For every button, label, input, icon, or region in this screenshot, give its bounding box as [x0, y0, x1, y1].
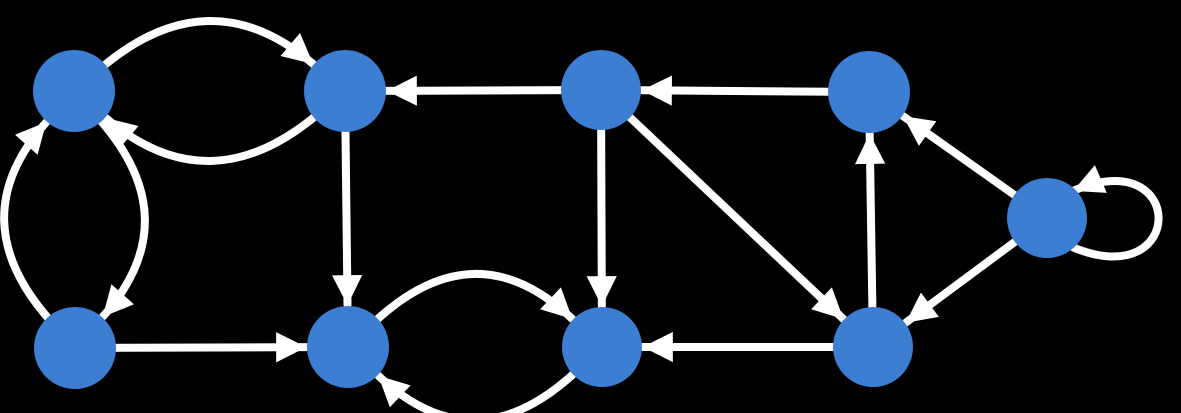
edge-n1-to-n2	[96, 17, 317, 73]
node-right	[1007, 178, 1087, 258]
node-top-3	[561, 50, 641, 130]
node-bottom-2	[307, 306, 389, 388]
edge-n2-to-n1	[102, 109, 323, 165]
nodes-layer	[33, 50, 1087, 389]
node-bottom-3	[562, 307, 642, 387]
node-bottom-right	[833, 307, 913, 387]
edge-n1-to-n6	[93, 112, 149, 321]
edge-n3-to-n9	[597, 86, 848, 323]
node-top-2	[304, 50, 386, 132]
edge-n6-to-n1	[0, 118, 56, 327]
self-loop-edge-n5	[1069, 165, 1163, 261]
node-top-left	[33, 50, 115, 132]
node-top-right	[828, 51, 910, 133]
node-bottom-left	[34, 307, 116, 389]
edge-n7-to-n8	[369, 269, 577, 327]
edge-n8-to-n7	[374, 366, 582, 413]
